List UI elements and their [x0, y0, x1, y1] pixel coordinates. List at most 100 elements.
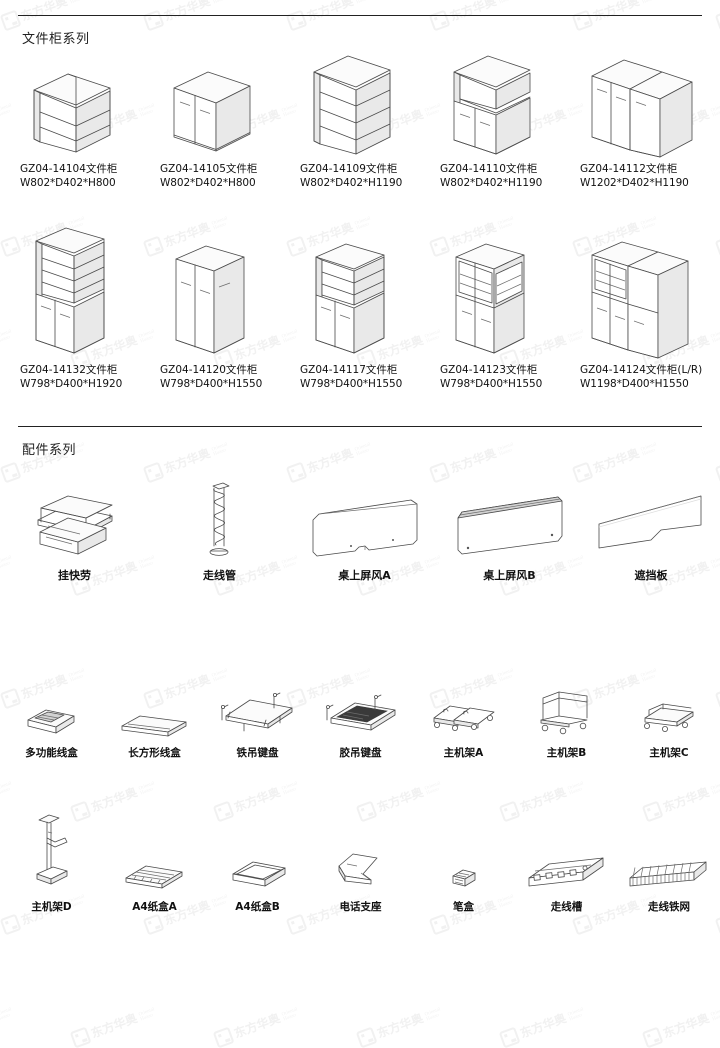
cabinet-label: GZ04-14123文件柜 W798*D400*H1550 [440, 363, 580, 391]
accessory-label: 主机架B [546, 747, 587, 759]
accessory-item[interactable]: 主机架B [515, 680, 618, 760]
watermark-logo-icon [69, 1026, 92, 1048]
cabinet-item[interactable]: GZ04-14123文件柜 W798*D400*H1550 [440, 225, 580, 391]
tall-open-door-short-drawing [300, 225, 440, 363]
cabinet-item[interactable]: GZ04-14110文件柜 W802*D402*H1190 [440, 52, 580, 190]
cabinet-spec: W802*D402*H1190 [300, 177, 403, 189]
cabinet-label: GZ04-14124文件柜(L/R) W1198*D400*H1550 [580, 363, 720, 391]
accessory-label: 主机架A [443, 747, 484, 759]
accessory-item[interactable]: A4纸盒B [206, 810, 309, 914]
cabinet-code: GZ04-14124文件柜(L/R) [580, 364, 703, 376]
accessory-item[interactable]: 笔盒 [412, 810, 515, 914]
accessory-item[interactable]: 多功能线盒 [0, 680, 103, 760]
a4-tray-a-drawing [120, 810, 190, 892]
cabinet-row-1: GZ04-14104文件柜 W802*D402*H800 [0, 52, 720, 190]
watermark-cn-text: 东方华奥 [661, 1011, 712, 1041]
accessory-label: A4纸盒A [132, 901, 177, 913]
tall-open-door-drawing [20, 225, 160, 363]
cabinet-spec: W798*D400*H1550 [300, 378, 403, 390]
watermark-logo-icon [355, 1026, 378, 1048]
cabinet-label: GZ04-14117文件柜 W798*D400*H1550 [300, 363, 440, 391]
cabinet-code: GZ04-14117文件柜 [300, 364, 398, 376]
tall-full-door-drawing [160, 225, 300, 363]
cabinet-spec: W1202*D402*H1190 [580, 177, 689, 189]
cabinet-item[interactable]: GZ04-14120文件柜 W798*D400*H1550 [160, 225, 300, 391]
cabinet-code: GZ04-14112文件柜 [580, 163, 678, 175]
cabinet-item[interactable]: GZ04-14124文件柜(L/R) W1198*D400*H1550 [580, 225, 720, 391]
cabinet-item[interactable]: GZ04-14104文件柜 W802*D402*H800 [20, 52, 160, 190]
cabinet-code: GZ04-14105文件柜 [160, 163, 258, 175]
plastic-keyboard-tray-drawing [317, 680, 405, 738]
accessory-label: 铁吊键盘 [236, 747, 279, 759]
cabinet-code: GZ04-14120文件柜 [160, 364, 258, 376]
cabinet-spec: W1198*D400*H1550 [580, 378, 689, 390]
accessory-label: 电话支座 [339, 901, 382, 913]
door-wide-3-drawing [580, 52, 720, 162]
accessory-item[interactable]: 桌上屏风A [292, 488, 437, 583]
cabinet-item[interactable]: GZ04-14105文件柜 W802*D402*H800 [160, 52, 300, 190]
accessory-item[interactable]: 电话支座 [309, 810, 412, 914]
section-accessories: 配件系列 [0, 420, 720, 946]
accessory-item[interactable]: 遮挡板 [582, 488, 720, 583]
cabinet-item[interactable]: GZ04-14109文件柜 W802*D402*H1190 [300, 52, 440, 190]
accessory-label: 主机架D [31, 901, 72, 913]
cabinet-item[interactable]: GZ04-14132文件柜 W798*D400*H1920 [20, 225, 160, 391]
cabinet-label: GZ04-14105文件柜 W802*D402*H800 [160, 162, 300, 190]
accessory-label: 多功能线盒 [25, 747, 78, 759]
accessory-item[interactable]: 走线铁网 [618, 810, 720, 914]
cabinet-item[interactable]: GZ04-14112文件柜 W1202*D402*H1190 [580, 52, 720, 190]
rect-cable-box-drawing [118, 680, 192, 738]
accessory-item[interactable]: 挂快劳 [2, 488, 147, 583]
accessory-item[interactable]: 走线槽 [515, 810, 618, 914]
cabinet-row-2: GZ04-14132文件柜 W798*D400*H1920 [0, 225, 720, 391]
cabinet-label: GZ04-14132文件柜 W798*D400*H1920 [20, 363, 160, 391]
cable-tube-drawing [203, 482, 237, 560]
cpu-holder-a-drawing [428, 680, 500, 738]
accessory-item[interactable]: 主机架A [412, 680, 515, 760]
cabinet-code: GZ04-14109文件柜 [300, 163, 398, 175]
accessory-label: A4纸盒B [235, 901, 280, 913]
cpu-holder-d-drawing [21, 810, 83, 892]
accessory-label: 遮挡板 [634, 569, 668, 582]
accessory-row-3: 主机架D A4纸盒A [0, 810, 720, 914]
accessory-row-1: 挂快劳 走线管 [0, 482, 720, 583]
accessory-item[interactable]: 长方形线盒 [103, 680, 206, 760]
accessory-label: 走线铁网 [648, 901, 690, 913]
accessory-item[interactable]: 胶吊键盘 [309, 680, 412, 760]
accessory-label: 桌上屏风B [483, 569, 536, 582]
accessory-item[interactable]: A4纸盒A [103, 810, 206, 914]
watermark-cn-text: 东方华奥 [232, 1011, 283, 1041]
watermark-logo-icon [498, 1026, 521, 1048]
section-divider-top [18, 15, 702, 16]
cabinet-spec: W798*D400*H1920 [20, 378, 123, 390]
accessory-row-2: 多功能线盒 长方形线盒 [0, 680, 720, 760]
watermark-cn-text: 东方华奥 [518, 1011, 569, 1041]
accessory-item[interactable]: 桌上屏风B [437, 488, 582, 583]
cpu-holder-b-drawing [535, 680, 599, 738]
cabinet-spec: W802*D402*H800 [20, 177, 116, 189]
accessory-label: 胶吊键盘 [339, 747, 382, 759]
accessory-item[interactable]: 走线管 [147, 482, 292, 583]
tall-glass-wide-drawing [580, 225, 720, 363]
modesty-panel-drawing [595, 488, 707, 560]
accessory-item[interactable]: 主机架C [618, 680, 720, 760]
cabinet-label: GZ04-14104文件柜 W802*D402*H800 [20, 162, 160, 190]
metal-keyboard-tray-drawing [214, 680, 302, 738]
cabinet-code: GZ04-14110文件柜 [440, 163, 538, 175]
accessory-item[interactable]: 主机架D [0, 810, 103, 914]
cabinet-item[interactable]: GZ04-14117文件柜 W798*D400*H1550 [300, 225, 440, 391]
cabinet-code: GZ04-14123文件柜 [440, 364, 538, 376]
accessory-item[interactable]: 铁吊键盘 [206, 680, 309, 760]
cabinet-label: GZ04-14120文件柜 W798*D400*H1550 [160, 363, 300, 391]
watermark-logo-icon [212, 1026, 235, 1048]
open-low-2shelf-drawing [20, 52, 160, 162]
